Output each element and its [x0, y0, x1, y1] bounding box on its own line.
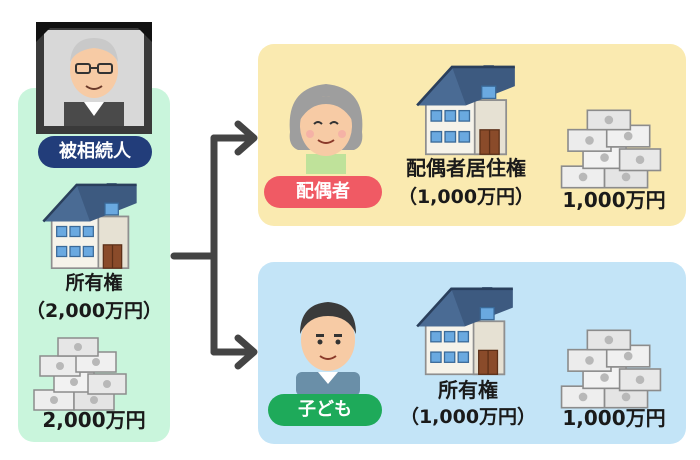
money-stack-icon — [556, 326, 666, 412]
house-icon — [410, 282, 520, 376]
house-icon — [410, 60, 522, 156]
deceased-cash-value: 2,000万円 — [42, 408, 146, 432]
branch-arrows — [170, 120, 258, 370]
spouse-cash-value: 1,000万円 — [562, 188, 666, 212]
child-cash-value: 1,000万円 — [562, 406, 666, 430]
child-ownership-label: 所有権 — [438, 378, 498, 402]
spouse-badge: 配偶者 — [264, 176, 382, 208]
deceased-badge: 被相続人 — [38, 136, 152, 168]
child-badge: 子ども — [268, 394, 382, 426]
house-icon — [40, 178, 140, 270]
spouse-right-value: （1,000万円） — [397, 186, 535, 208]
money-stack-icon — [28, 334, 132, 414]
man-icon — [296, 302, 360, 396]
money-stack-icon — [556, 106, 666, 192]
deceased-ownership-label: 所有権 — [65, 272, 123, 294]
portrait-frame-icon — [36, 22, 152, 134]
elderly-woman-icon — [289, 84, 363, 174]
child-ownership-value: （1,000万円） — [399, 406, 537, 428]
deceased-ownership-value: （2,000万円） — [25, 300, 163, 322]
spouse-right-label: 配偶者居住権 — [406, 156, 526, 180]
